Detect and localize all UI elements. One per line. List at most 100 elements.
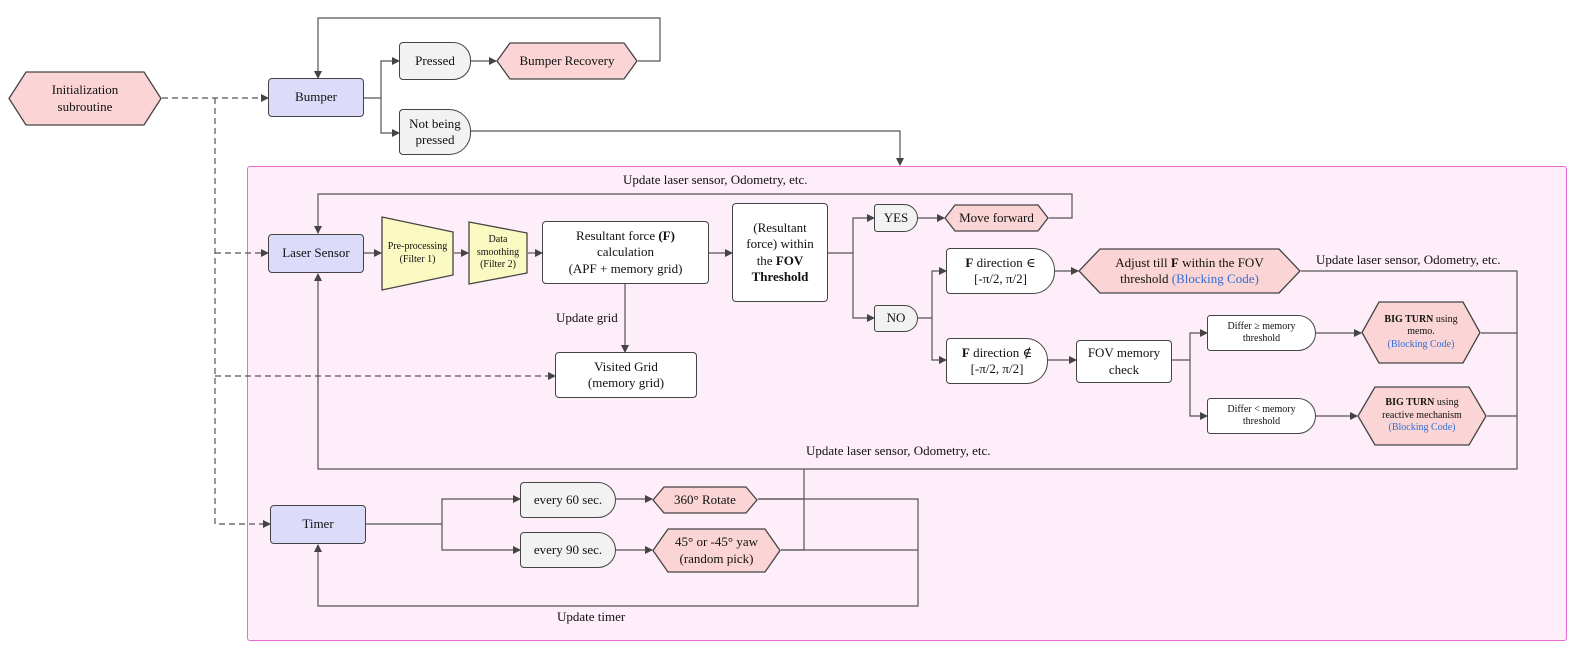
initialization-node: Initialization subroutine: [8, 71, 162, 126]
bumper-recovery-label: Bumper Recovery: [519, 52, 615, 68]
fov-memory-check-node: FOV memory check: [1076, 340, 1172, 383]
yaw-line1: 45° or -45° yaw: [675, 534, 758, 550]
rotate-360-label: 360° Rotate: [674, 491, 736, 507]
laser-sensor-node: Laser Sensor: [268, 234, 364, 273]
f-direction-in-line1: direction ∈: [973, 254, 1036, 270]
data-smoothing-line1: Data: [488, 234, 508, 246]
big-turn-memo-line1: using: [1433, 313, 1458, 325]
visited-grid-node: Visited Grid (memory grid): [555, 352, 697, 398]
update-bottom-label: Update laser sensor, Odometry, etc.: [806, 443, 991, 458]
data-smoothing-line3: (Filter 2): [480, 259, 516, 271]
big-turn-memo-bold: BIG TURN: [1384, 313, 1434, 325]
f-direction-in-line2: [-π/2, π/2]: [974, 271, 1027, 286]
data-smoothing-node: Data smoothing (Filter 2): [468, 221, 528, 285]
adjust-node: Adjust till F within the FOV threshold (…: [1078, 248, 1301, 294]
hexagon-shape: [1357, 386, 1487, 446]
big-turn-memo-line2: memo.: [1407, 326, 1435, 338]
initialization-label: Initialization subroutine: [51, 82, 119, 114]
resultant-force-label: Resultant force (F) calculation (APF + m…: [569, 228, 683, 277]
resultant-force-line1: Resultant force: [576, 228, 659, 244]
big-turn-reactive-blocking-code: (Blocking Code): [1388, 422, 1456, 434]
fov-memory-check-label: FOV memory check: [1088, 345, 1160, 378]
differ-ge-line1: Differ ≥ memory: [1227, 320, 1296, 332]
yes-node: YES: [874, 204, 918, 232]
bumper-recovery-node: Bumper Recovery: [496, 42, 638, 80]
fov-threshold-label: (Resultant force) within the FOV Thresho…: [746, 220, 814, 285]
hexagon-shape: [8, 71, 162, 126]
resultant-force-line3: (APF + memory grid): [568, 260, 683, 276]
move-forward-node: Move forward: [944, 204, 1049, 232]
big-turn-memo-label: BIG TURN using memo. (Blocking Code): [1384, 314, 1457, 352]
hexagon-shape: [1078, 248, 1301, 294]
every-90-label: every 90 sec.: [533, 541, 603, 557]
preprocessing-line2: (Filter 1): [399, 253, 436, 265]
resultant-force-line2: calculation: [596, 244, 654, 260]
hexagon-shape: [652, 528, 781, 573]
fov-memory-line2: check: [1108, 361, 1140, 377]
adjust-line1: Adjust till: [1115, 254, 1171, 270]
fov-memory-line1: FOV memory: [1087, 345, 1161, 361]
fov-threshold-line1: (Resultant: [753, 220, 807, 235]
every-60-label: every 60 sec.: [533, 491, 603, 507]
fov-threshold-bold2: Threshold: [751, 268, 809, 284]
adjust-blocking-code: (Blocking Code): [1171, 271, 1259, 286]
dashed-connectors: [162, 94, 556, 528]
update-grid-label: Update grid: [556, 310, 618, 325]
pressed-node: Pressed: [399, 42, 471, 80]
update-right-label: Update laser sensor, Odometry, etc.: [1316, 252, 1501, 267]
fov-threshold-node: (Resultant force) within the FOV Thresho…: [732, 203, 828, 302]
data-smoothing-line2: smoothing: [476, 246, 520, 258]
preprocessing-node: Pre-processing (Filter 1): [381, 216, 454, 291]
differ-ge-line2: threshold: [1242, 333, 1281, 344]
every-90-node: every 90 sec.: [520, 532, 616, 568]
f-direction-in-symbol: F: [965, 254, 974, 270]
preprocessing-label: Pre-processing (Filter 1): [388, 241, 447, 266]
f-direction-out-line2: [-π/2, π/2]: [970, 361, 1024, 376]
laser-sensor-label: Laser Sensor: [282, 245, 350, 261]
update-timer-label: Update timer: [557, 609, 626, 624]
differ-ge-label: Differ ≥ memory threshold: [1227, 321, 1295, 346]
bumper-label: Bumper: [295, 89, 337, 105]
yes-label: YES: [883, 209, 909, 225]
yaw-label: 45° or -45° yaw (random pick): [675, 534, 758, 567]
data-smoothing-label: Data smoothing (Filter 2): [477, 234, 519, 272]
visited-grid-label: Visited Grid (memory grid): [588, 359, 664, 392]
visited-grid-line2: (memory grid): [587, 375, 665, 390]
not-pressed-label: Not being pressed: [409, 115, 461, 147]
big-turn-memo-blocking-code: (Blocking Code): [1387, 338, 1455, 350]
every-60-node: every 60 sec.: [520, 482, 616, 518]
f-direction-out-node: F direction ∉ [-π/2, π/2]: [946, 338, 1048, 384]
yaw-line2: (random pick): [679, 550, 754, 566]
visited-grid-line1: Visited Grid: [594, 358, 658, 374]
differ-lt-node: Differ < memory threshold: [1207, 398, 1316, 434]
big-turn-memo-node: BIG TURN using memo. (Blocking Code): [1361, 301, 1481, 364]
big-turn-reactive-bold: BIG TURN: [1385, 397, 1435, 409]
fov-threshold-bold1: FOV: [775, 252, 804, 268]
hexagon-shape: [944, 204, 1049, 232]
f-direction-out-label: F direction ∉ [-π/2, π/2]: [962, 345, 1032, 378]
pressed-label: Pressed: [415, 52, 455, 68]
trapezoid-shape: [468, 221, 528, 285]
move-forward-label: Move forward: [959, 209, 1034, 225]
differ-lt-label: Differ < memory threshold: [1227, 404, 1295, 429]
big-turn-reactive-label: BIG TURN using reactive mechanism (Block…: [1382, 397, 1462, 435]
update-top-label: Update laser sensor, Odometry, etc.: [623, 172, 808, 187]
bumper-node: Bumper: [268, 78, 364, 117]
fov-threshold-line2: force) within: [746, 236, 814, 252]
timer-label: Timer: [302, 516, 334, 532]
solid-connectors: [314, 17, 1518, 607]
trapezoid-shape: [381, 216, 454, 291]
adjust-label: Adjust till F within the FOV threshold (…: [1115, 255, 1263, 288]
differ-ge-node: Differ ≥ memory threshold: [1207, 315, 1316, 351]
hexagon-shape: [1361, 301, 1481, 364]
fov-threshold-line3: the: [756, 252, 776, 268]
f-direction-out-symbol: F: [961, 344, 970, 360]
no-node: NO: [874, 305, 918, 332]
big-turn-reactive-line1: using: [1434, 397, 1459, 409]
adjust-line2: threshold: [1120, 271, 1172, 286]
resultant-force-symbol: (F): [658, 228, 675, 244]
big-turn-reactive-node: BIG TURN using reactive mechanism (Block…: [1357, 386, 1487, 446]
yaw-node: 45° or -45° yaw (random pick): [652, 528, 781, 573]
